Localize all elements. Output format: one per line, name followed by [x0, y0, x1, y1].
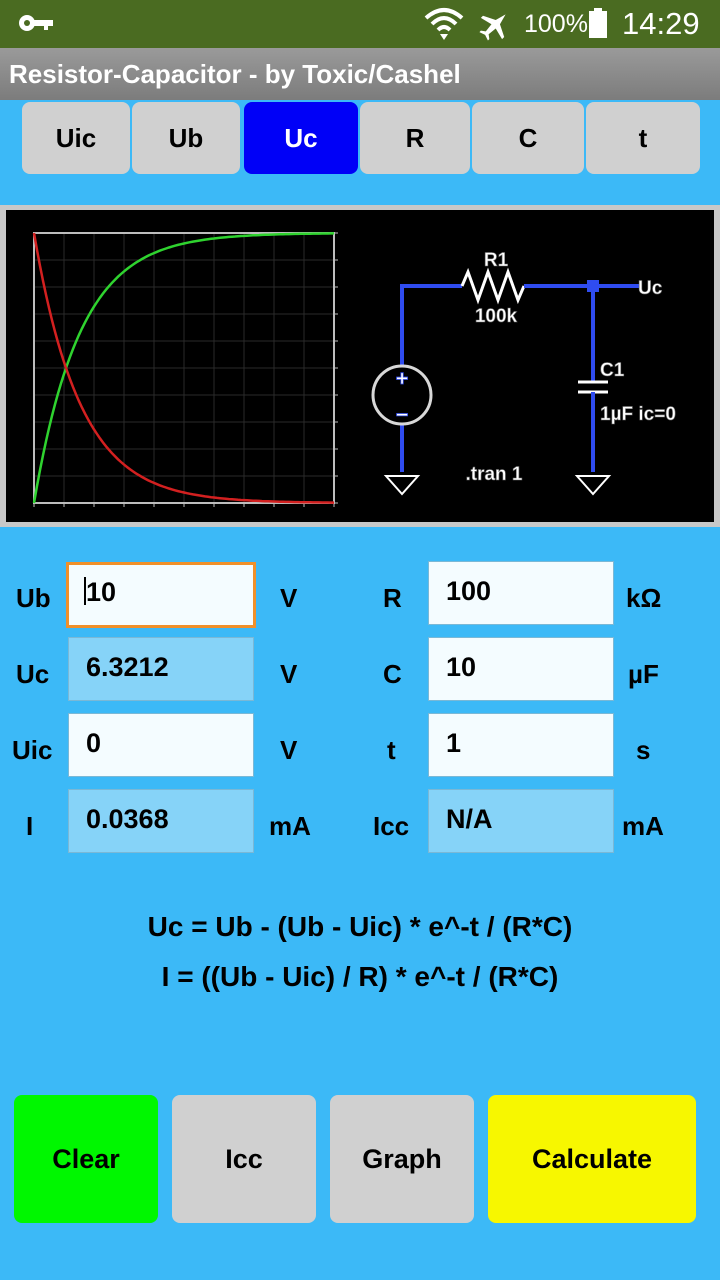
label-uc: Uc — [16, 659, 50, 689]
label-r: R — [383, 583, 402, 613]
ground-left-icon — [383, 475, 421, 496]
circuit-schematic — [371, 267, 639, 496]
capacitor-symbol — [578, 380, 608, 394]
series-line-0 — [32, 232, 334, 504]
tab-t[interactable]: t — [586, 102, 700, 174]
unit-c: µF — [628, 659, 659, 689]
node-dot — [587, 280, 599, 292]
clear-button[interactable]: Clear — [14, 1095, 158, 1223]
t-input[interactable]: 1 — [428, 713, 614, 777]
tab-uc[interactable]: Uc — [244, 102, 358, 174]
title-bar: Resistor-Capacitor - by Toxic/Cashel — [0, 48, 720, 100]
rc-chart — [32, 232, 338, 507]
wire-left — [400, 284, 462, 367]
tab-r[interactable]: R — [360, 102, 470, 174]
c-input[interactable]: 10 — [428, 637, 614, 701]
i-output: 0.0368 — [68, 789, 254, 853]
label-ub: Ub — [16, 583, 51, 613]
status-clock: 14:29 — [622, 6, 700, 41]
label-icc: Icc — [373, 811, 410, 841]
key-icon — [18, 12, 54, 39]
r-input[interactable]: 100 — [428, 561, 614, 625]
unit-uc: V — [280, 659, 298, 689]
ground-right-icon — [574, 475, 612, 496]
tab-uic[interactable]: Uic — [22, 102, 130, 174]
source-minus: − — [396, 402, 409, 427]
calculate-button[interactable]: Calculate — [488, 1095, 696, 1223]
status-bar: 100% 14:29 — [0, 0, 720, 48]
voltage-source-icon — [371, 364, 433, 426]
wifi-icon — [424, 6, 464, 47]
unit-icc: mA — [622, 811, 664, 841]
unit-i: mA — [269, 811, 311, 841]
resistor-symbol — [460, 267, 526, 305]
unit-t: s — [636, 735, 651, 765]
app-title: Resistor-Capacitor - by Toxic/Cashel — [9, 59, 461, 89]
series-line-1 — [32, 232, 334, 504]
sim-command: .tran 1 — [465, 464, 522, 485]
formula-i: I = ((Ub - Uic) / R) * e^-t / (R*C) — [161, 961, 559, 992]
graph-canvas: R1 100k Uc C1 1µF ic=0 + Ub − .tran 1 — [6, 210, 714, 522]
graph-button[interactable]: Graph — [330, 1095, 474, 1223]
source-plus: + — [396, 366, 409, 391]
label-i: I — [26, 811, 34, 841]
label-c: C — [383, 659, 402, 689]
unit-r: kΩ — [626, 583, 662, 613]
icc-button[interactable]: Icc — [172, 1095, 316, 1223]
battery-icon — [589, 8, 607, 43]
output-label: Uc — [638, 278, 663, 299]
source-label: Ub — [389, 389, 414, 410]
graph-svg: R1 100k Uc C1 1µF ic=0 + Ub − .tran 1 — [32, 232, 676, 507]
airplane-icon — [478, 8, 512, 47]
uc-output: 6.3212 — [68, 637, 254, 701]
text-caret — [84, 577, 86, 605]
graph-panel: R1 100k Uc C1 1µF ic=0 + Ub − .tran 1 — [0, 205, 720, 527]
icc-output: N/A — [428, 789, 614, 853]
label-uic: Uic — [12, 735, 53, 765]
resistor-value: 100k — [475, 306, 518, 327]
label-t: t — [387, 735, 396, 765]
capacitor-name: C1 — [600, 360, 625, 381]
unit-ub: V — [280, 583, 298, 613]
formula-uc: Uc = Ub - (Ub - Uic) * e^-t / (R*C) — [147, 911, 573, 942]
ub-value: 10 — [86, 577, 117, 607]
resistor-name: R1 — [484, 250, 509, 271]
tab-ub[interactable]: Ub — [132, 102, 240, 174]
uic-input[interactable]: 0 — [68, 713, 254, 777]
battery-percent: 100% — [524, 10, 588, 38]
ub-input[interactable]: 10 — [66, 562, 256, 628]
tab-c[interactable]: C — [472, 102, 584, 174]
capacitor-value: 1µF ic=0 — [600, 404, 676, 425]
unit-uic: V — [280, 735, 298, 765]
